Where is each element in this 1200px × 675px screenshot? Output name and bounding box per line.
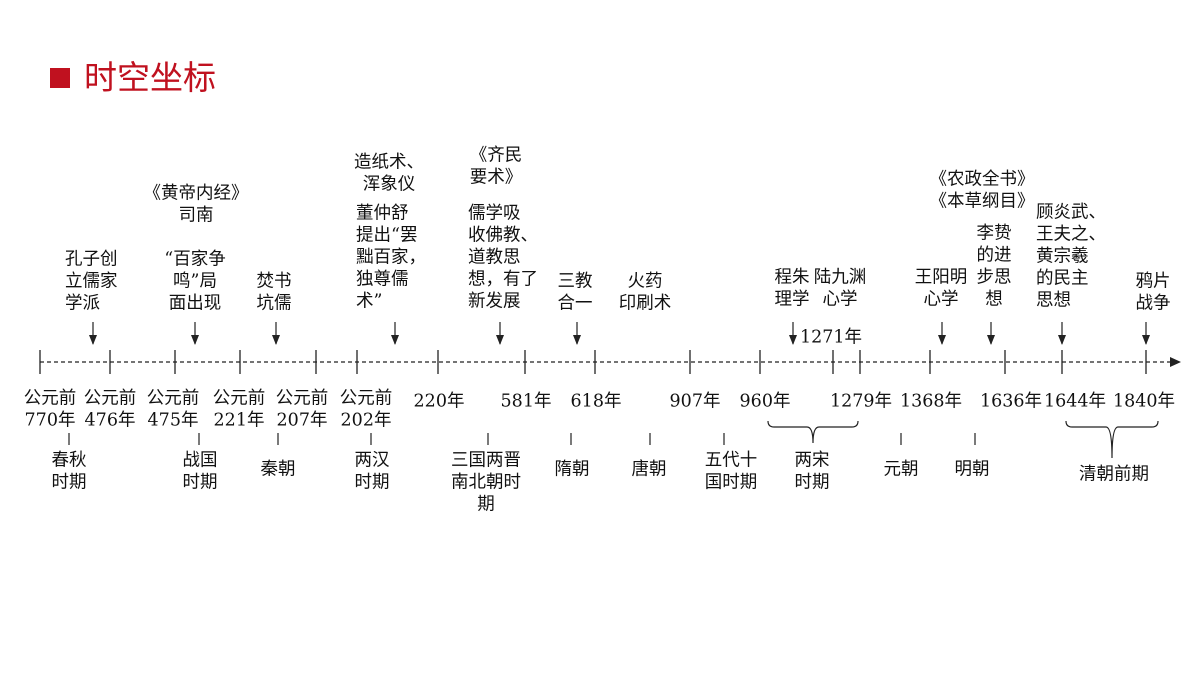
date-label-d907: 907年 [670,392,721,412]
period-label-qingqian: 清朝前期 [1079,465,1149,485]
period-label-yuan: 元朝 [884,460,919,480]
period-label-zhanguo-line1: 战国 [183,451,218,471]
date-label-d770-line1: 公元前 [24,389,77,409]
event-label-sanjiao-line2: 合一 [558,294,593,314]
event-label-huoyao-line1: 火药 [628,272,663,292]
qing-period-brace [1065,420,1159,459]
date-label-d220: 220年 [414,392,465,412]
event-label-gu-line4: 的民主 [1036,269,1089,289]
event-label-zaozhi-line1: 造纸术、 [354,153,424,173]
date-label-d475-line2: 475年 [148,411,199,431]
page-title: 时空坐标 [84,58,216,97]
period-label-chunqiu-line2: 时期 [52,473,87,493]
event-label-lizhi-line3: 步思 [977,268,1012,288]
event-label-yapian-line1: 鸦片 [1136,272,1171,292]
date-label-d475-line1: 公元前 [147,389,200,409]
period-label-qin: 秦朝 [261,460,296,480]
event-label-baijia-line1: “百家争 [164,250,225,270]
event-label-chengzhu-line2: 理学 [775,290,810,310]
event-label-kongzi-line3: 学派 [65,294,100,314]
event-label-ruxue-line5: 新发展 [468,292,521,312]
event-label-gu-line1: 顾炎武、 [1036,203,1106,223]
period-label-sanguo-line3: 期 [477,495,495,515]
event-label-lujiuyuan-line2: 心学 [823,290,858,310]
date-label-d476-line2: 476年 [85,411,136,431]
period-label-sui: 隋朝 [555,460,590,480]
event-label-kongzi-line2: 立儒家 [65,272,118,292]
period-label-wudai-line2: 国时期 [705,473,758,493]
event-label-wangyangming-line2: 心学 [924,290,959,310]
date-label-d202-line2: 202年 [341,411,392,431]
song-period-brace [767,420,859,444]
event-label-baijia-line3: 面出现 [169,294,222,314]
period-label-lianghan-line2: 时期 [355,473,390,493]
event-label-huangdi-line2: 司南 [179,206,214,226]
period-label-wudai-line1: 五代十 [705,451,758,471]
axis-arrow-icon [1170,357,1181,367]
event-label-fenshu-line1: 焚书 [257,272,292,292]
event-label-lizhi-line1: 李贽 [977,224,1012,244]
date-label-d770-line2: 770年 [25,411,76,431]
event-label-qimin-line1: 《齐民 [470,146,523,166]
date-label-d581: 581年 [501,392,552,412]
event-label-fenshu-line2: 坑儒 [257,294,292,314]
event-label-gu-line2: 王夫之、 [1036,225,1106,245]
date-label-d960: 960年 [740,392,791,412]
event-label-nongzheng-line1: 《农政全书》 [930,170,1035,190]
date-label-d221-line2: 221年 [214,411,265,431]
event-label-yapian-line2: 战争 [1136,294,1171,314]
period-label-sanguo-line1: 三国两晋 [451,451,521,471]
event-label-baijia-line2: 鸣”局 [173,272,217,292]
event-label-lizhi-line2: 的进 [977,246,1012,266]
event-label-kongzi-line1: 孔子创 [65,250,118,270]
event-label-huoyao-line2: 印刷术 [619,294,672,314]
period-label-tang: 唐朝 [632,459,667,480]
date-label-d618: 618年 [571,392,622,412]
event-label-wangyangming-line1: 王阳明 [915,268,968,288]
event-label-y1271: 1271年 [800,328,862,348]
event-label-lizhi-line4: 想 [985,290,1003,310]
event-label-qimin-line2: 要术》 [470,168,523,188]
event-label-ruxue-line1: 儒学吸 [468,204,521,224]
event-label-gu-line3: 黄宗羲 [1036,247,1089,267]
event-label-lujiuyuan-line1: 陆九渊 [814,268,867,288]
period-label-liangsong-line2: 时期 [795,473,830,493]
date-label-d1368: 1368年 [900,392,962,412]
period-label-lianghan-line1: 两汉 [355,451,390,471]
event-label-chengzhu-line1: 程朱 [775,268,810,288]
event-label-zaozhi-line2: 浑象仪 [363,175,416,195]
event-label-ruxue-line3: 道教思 [468,248,521,268]
event-label-huangdi-line1: 《黄帝内经》 [144,184,249,204]
date-label-d221-line1: 公元前 [213,389,266,409]
period-label-ming: 明朝 [955,460,990,480]
event-label-nongzheng-line2: 《本草纲目》 [930,192,1035,212]
event-label-sanjiao-line1: 三教 [558,272,593,292]
event-label-dongzhongshu-line1: 董仲舒 [356,204,409,224]
period-label-zhanguo-line2: 时期 [183,473,218,493]
date-label-d1644: 1644年 [1044,392,1106,412]
date-label-d1279: 1279年 [830,392,892,412]
date-label-d207-line1: 公元前 [276,389,329,409]
date-label-d1636: 1636年 [980,392,1042,412]
period-label-sanguo-line2: 南北朝时 [451,473,521,493]
event-label-dongzhongshu-line3: 黜百家， [356,248,426,268]
event-label-gu-line5: 思想 [1036,291,1071,311]
period-label-chunqiu-line1: 春秋 [52,451,87,471]
date-label-d207-line2: 207年 [277,411,328,431]
section-header: 时空坐标 [50,58,216,98]
square-bullet-icon [50,68,70,88]
event-label-dongzhongshu-line2: 提出“罢 [356,226,417,246]
date-label-d202-line1: 公元前 [340,389,393,409]
event-label-dongzhongshu-line5: 术” [356,292,382,312]
period-label-liangsong-line1: 两宋 [795,451,830,471]
event-label-dongzhongshu-line4: 独尊儒 [356,270,409,290]
date-label-d476-line1: 公元前 [84,389,137,409]
event-label-ruxue-line2: 收佛教、 [468,226,538,246]
date-label-d1840: 1840年 [1113,392,1175,412]
event-label-ruxue-line4: 想，有了 [468,270,538,290]
